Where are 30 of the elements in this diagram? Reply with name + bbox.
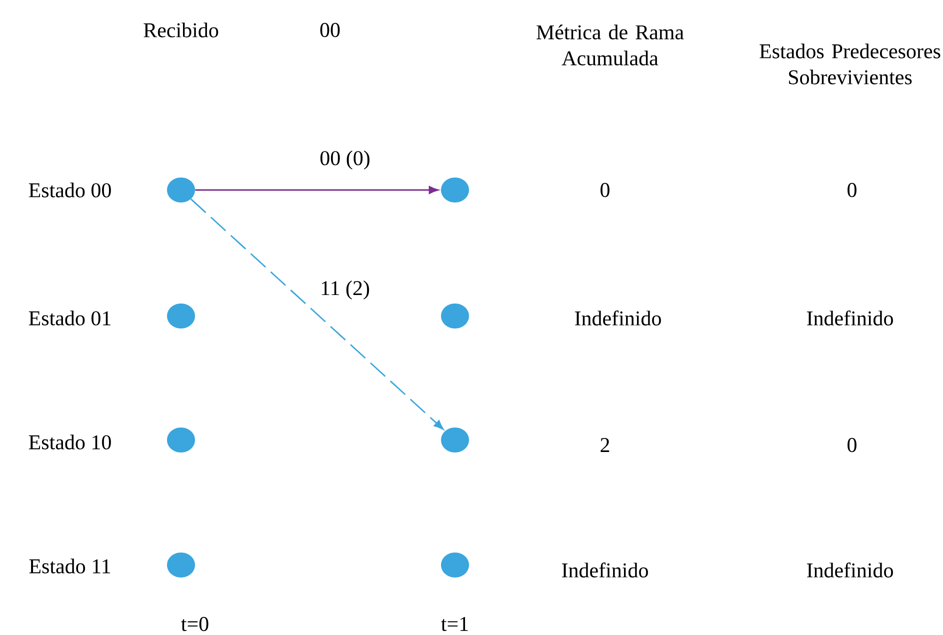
state-dot [441, 304, 469, 328]
edge-label: 11 (2) [319, 279, 371, 301]
metric-value: Indefinido [575, 310, 661, 326]
state-dot [441, 428, 469, 452]
edge-label: 00 (0) [318, 149, 372, 171]
state-dot [441, 552, 469, 578]
state-value: 0 [848, 182, 856, 198]
state-value: 0 [848, 438, 856, 452]
state-label: Estado 11 [29, 558, 110, 574]
column-heading: Métrica de Rama Acumulada [536, 24, 684, 66]
state-label: Estado 10 [28, 434, 111, 450]
metric-value: Indefinido [562, 562, 648, 578]
metric-value: 2 [600, 438, 610, 452]
time-label: t=1 [441, 616, 468, 632]
state-label: Estado 00 [28, 182, 111, 198]
state-dot [441, 178, 469, 202]
state-value: Indefinido [807, 310, 893, 326]
state-label: Estado 01 [28, 310, 110, 326]
metric-value: 0 [600, 182, 610, 198]
state-dot [167, 552, 195, 578]
state-value: Indefinido [807, 562, 893, 578]
state-dot [167, 178, 195, 202]
state-dot [167, 304, 195, 328]
column-heading: Recibido [144, 22, 218, 38]
state-dot [167, 428, 195, 452]
arrow [190, 198, 444, 430]
received-bits: 00 [320, 22, 340, 38]
time-label: t=0 [181, 616, 208, 632]
column-heading: Estados Predecesores Sobrevivientes [760, 44, 940, 84]
arrow [195, 186, 439, 194]
